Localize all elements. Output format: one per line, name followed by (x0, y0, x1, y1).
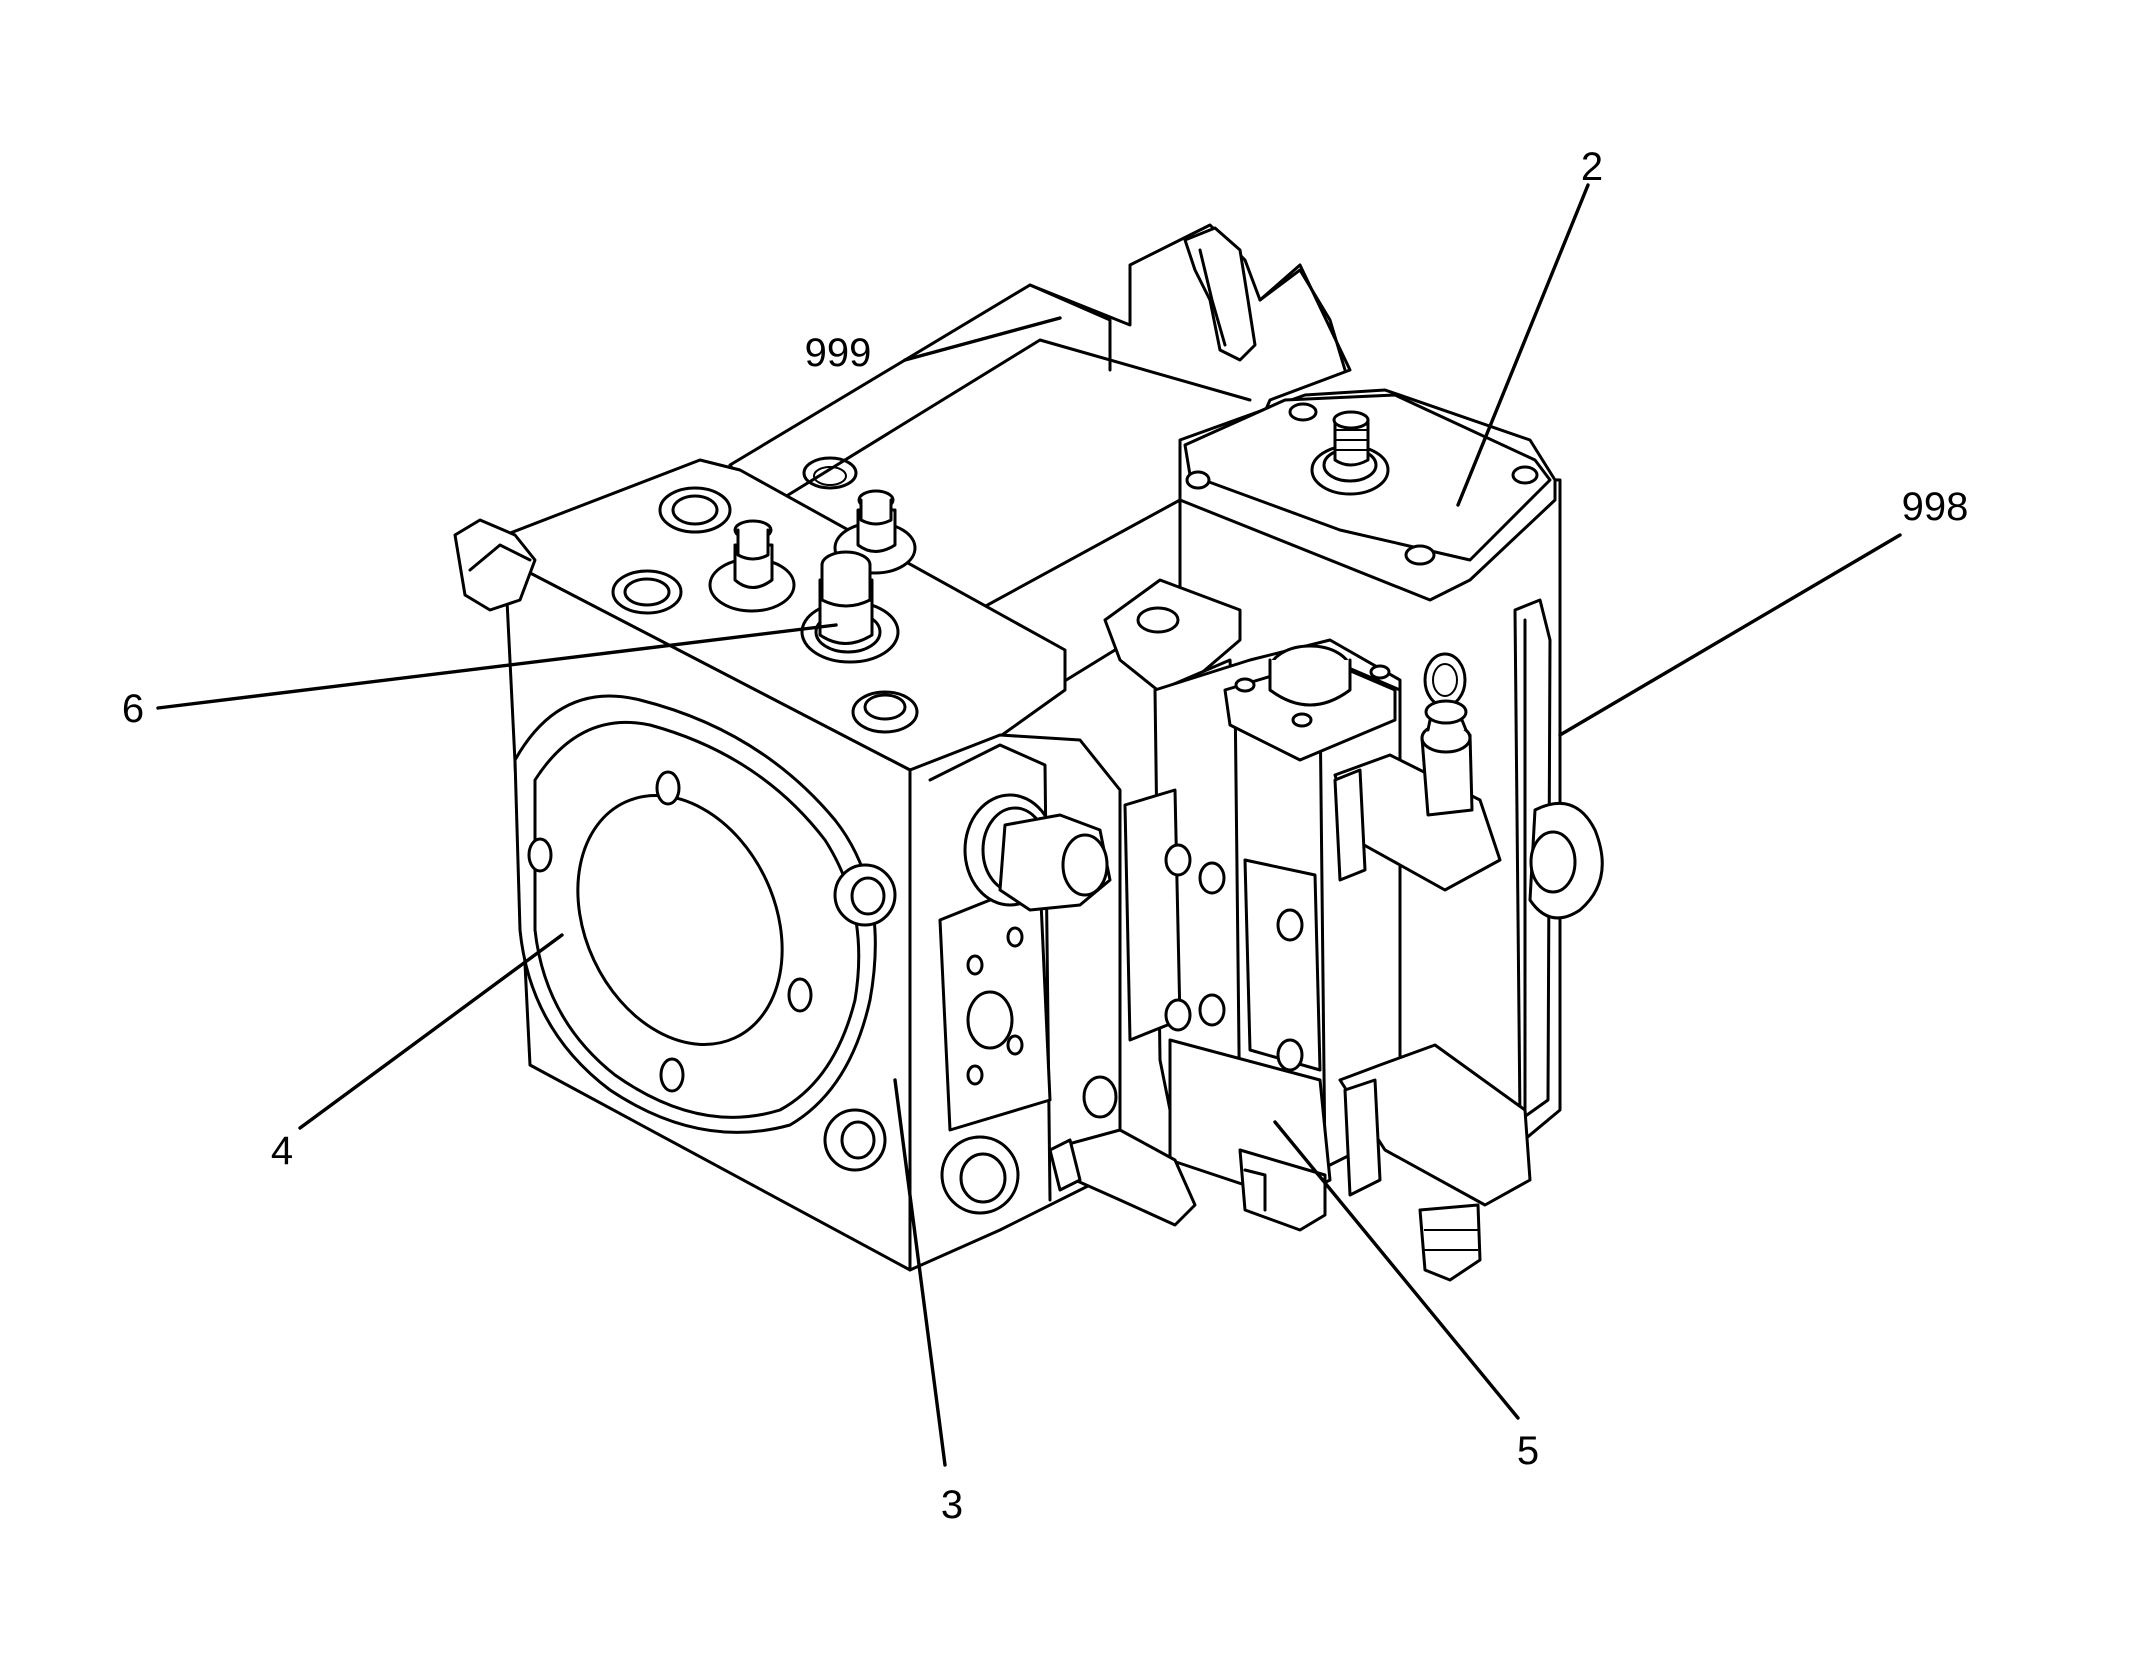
callout-2: 2 (1581, 145, 1603, 189)
leader-998 (1558, 533, 1902, 737)
callout-4: 4 (271, 1129, 293, 1173)
lower-port (940, 1075, 1197, 1227)
leader-6 (156, 623, 838, 710)
leader-3 (893, 1078, 947, 1467)
leader-2 (1456, 183, 1590, 507)
mounting-flange (513, 694, 877, 1134)
callout-6: 6 (122, 687, 144, 731)
solenoid-upper (1333, 699, 1502, 892)
leader-lines (156, 183, 1902, 1467)
end-cover (1178, 388, 1557, 602)
callout-999: 999 (805, 331, 872, 375)
callout-998: 998 (1902, 485, 1969, 529)
callout-5: 5 (1517, 1429, 1539, 1473)
solenoid-lower (1338, 1043, 1532, 1282)
leader-999 (903, 316, 1062, 362)
leader-5 (1273, 1120, 1520, 1420)
top-fittings (611, 486, 919, 734)
hex-plug (963, 793, 1112, 912)
side-plug-upper (823, 863, 897, 1172)
callout-3: 3 (941, 1483, 963, 1527)
leader-4 (298, 933, 564, 1130)
callout-labels: 2 998 999 6 4 3 5 (122, 145, 1969, 1527)
port-plate (938, 878, 1052, 1132)
